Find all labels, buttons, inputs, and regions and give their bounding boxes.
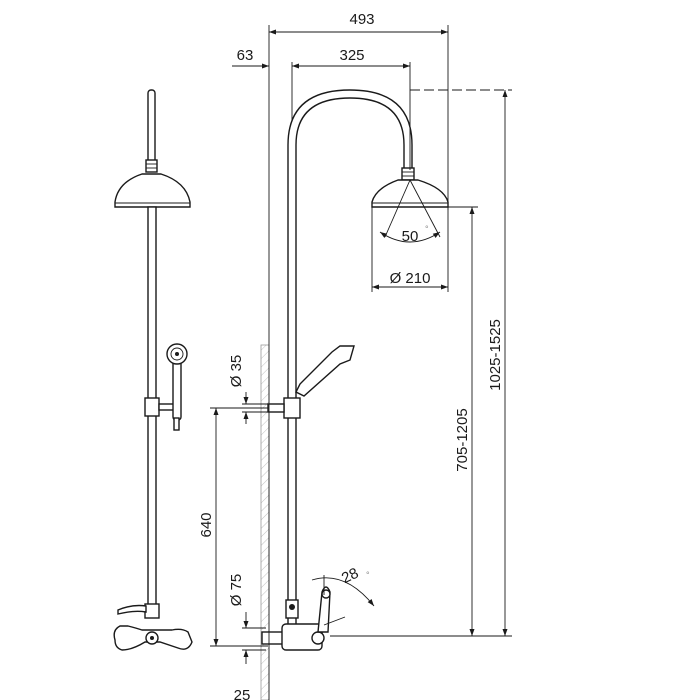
- dim-head-diameter: Ø 210: [390, 270, 431, 287]
- dim-wall-offset: 63: [237, 47, 254, 64]
- side-view: [260, 89, 449, 700]
- front-lower-connector: [144, 603, 160, 619]
- front-slider: [144, 397, 160, 417]
- dim-bar-spacing: 640: [198, 512, 215, 537]
- dim-total-height: 1025-1525: [487, 319, 504, 391]
- dim-bottom-offset: 25: [234, 687, 251, 700]
- front-view: [113, 89, 193, 651]
- front-shower-head: [114, 173, 191, 208]
- dimension-lines: [210, 25, 512, 700]
- side-hand-shower: [295, 345, 355, 397]
- dim-overall-reach: 493: [349, 11, 374, 28]
- front-top-tube: [147, 89, 156, 166]
- dimension-labels: 493 63 325 50 ° Ø 210 1025-1525 705-1205…: [198, 11, 504, 700]
- front-hand-shower: [172, 359, 182, 421]
- dim-head-height: 705-1205: [454, 408, 471, 471]
- wall-section: [260, 344, 270, 700]
- front-collar: [145, 159, 158, 173]
- dim-connection-diameter: Ø 35: [228, 355, 245, 388]
- dim-handle-angle-degree: °: [366, 570, 370, 580]
- dim-flange-diameter: Ø 75: [228, 574, 245, 607]
- dim-spray-angle: 50: [402, 228, 419, 245]
- front-lever: [117, 604, 147, 615]
- dim-arm-reach: 325: [339, 47, 364, 64]
- dim-handle-angle: 28: [339, 565, 361, 587]
- side-wall-bracket: [283, 397, 301, 419]
- dim-spray-angle-degree: °: [425, 224, 429, 234]
- side-riser-gooseneck: [287, 89, 413, 626]
